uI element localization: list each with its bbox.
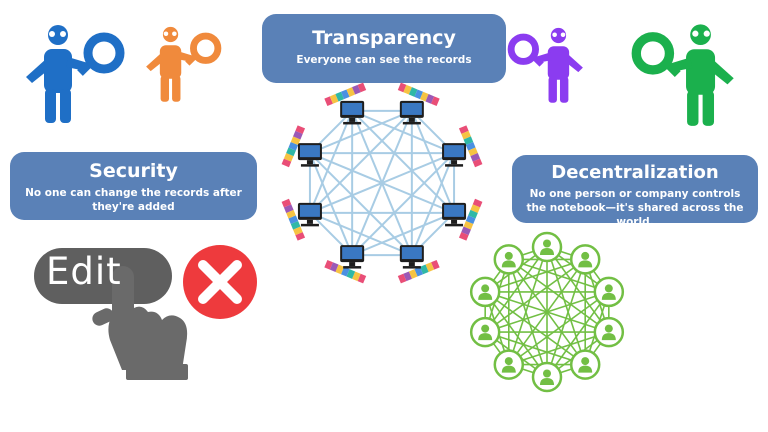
transparency-subtitle: Everyone can see the records: [296, 53, 472, 66]
edit-label: Edit: [46, 250, 122, 293]
network-link: [508, 258, 610, 333]
transparency-title: Transparency: [312, 27, 456, 49]
network-link: [484, 331, 586, 366]
edit-pill: [34, 248, 172, 304]
computer-node-icon: [397, 245, 440, 284]
network-link: [484, 246, 548, 333]
network-link: [508, 259, 548, 378]
person-node-icon: [469, 276, 501, 308]
computer-node-icon: [281, 125, 322, 168]
person-node-icon: [569, 244, 601, 275]
computer-node-icon: [442, 125, 483, 168]
network-link: [309, 110, 354, 214]
network-link: [309, 152, 354, 256]
edit-graphic: [34, 245, 257, 380]
decentralization-title: Decentralization: [551, 162, 719, 183]
security-panel: Security No one can change the records a…: [10, 152, 257, 220]
network-link: [351, 110, 455, 155]
network-link: [351, 152, 455, 256]
people-network-icon: [469, 231, 625, 393]
red-x-icon: [183, 245, 257, 319]
transparency-panel: Transparency Everyone can see the record…: [262, 14, 506, 83]
network-links: [308, 109, 456, 257]
network-link: [508, 258, 586, 366]
person-node-icon: [593, 316, 625, 348]
blue-magnifier-figure-icon: [26, 25, 125, 123]
green-magnifier-figure-icon: [631, 24, 734, 126]
person-node-icon: [593, 276, 625, 308]
decentralization-panel: Decentralization No one person or compan…: [512, 155, 758, 228]
computer-node-icon: [324, 82, 367, 125]
person-node-icon: [531, 231, 563, 263]
person-node-icon: [493, 349, 525, 380]
person-node-icon: [469, 316, 501, 348]
computer-network-icon: [281, 82, 483, 284]
data-block-chain-icon: [324, 82, 367, 107]
network-link: [508, 258, 610, 293]
data-block-chain-icon: [324, 259, 367, 284]
person-node-icon: [569, 349, 601, 380]
network-link: [309, 110, 413, 214]
data-block-chain-icon: [281, 125, 306, 168]
data-block-chain-icon: [397, 259, 440, 284]
network-link: [508, 331, 610, 366]
pointing-hand-icon: [92, 266, 188, 380]
computer-node-icon: [324, 245, 367, 284]
computer-node-icon: [442, 198, 483, 241]
decentralization-subtitle: No one person or company controls the no…: [526, 187, 744, 229]
person-node-icon: [531, 361, 563, 393]
network-link: [546, 291, 610, 378]
person-node-icon: [493, 244, 525, 275]
orange-magnifier-figure-icon: [146, 26, 222, 102]
network-link: [351, 110, 413, 256]
data-block-chain-icon: [397, 82, 440, 107]
network-link: [309, 152, 413, 256]
network-link: [546, 246, 610, 333]
computer-node-icon: [281, 198, 322, 241]
data-block-chain-icon: [281, 198, 306, 241]
data-block-chain-icon: [458, 125, 483, 168]
computer-node-icon: [397, 82, 440, 125]
network-link: [484, 258, 586, 293]
network-link: [484, 291, 586, 366]
security-subtitle: No one can change the records after they…: [25, 186, 242, 214]
network-link: [484, 291, 548, 378]
network-link: [351, 110, 455, 214]
purple-magnifier-figure-icon: [507, 27, 583, 103]
security-title: Security: [89, 160, 178, 182]
data-block-chain-icon: [458, 198, 483, 241]
network-link: [309, 211, 413, 256]
